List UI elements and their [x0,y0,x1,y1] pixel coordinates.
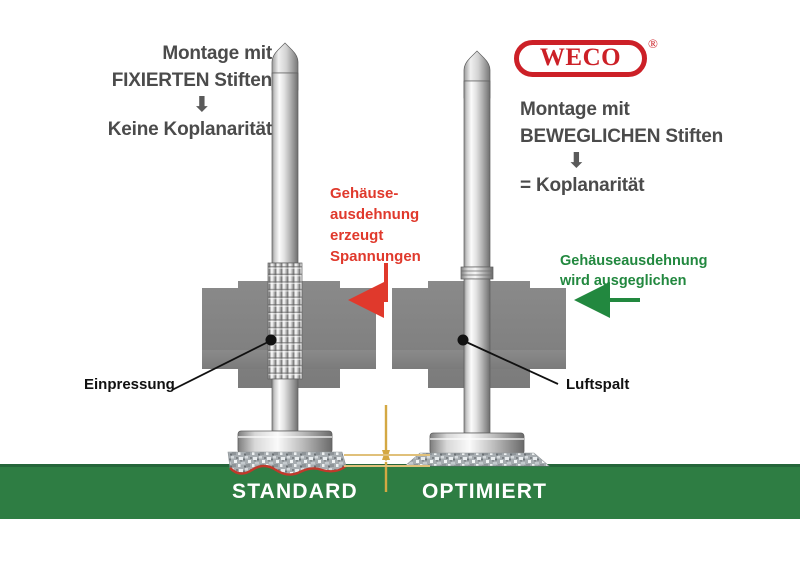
down-arrow-icon-right: ⬇ [568,150,585,172]
pin-movable [429,50,525,455]
heading-optimised-line3: = Koplanarität [520,175,645,196]
down-arrow-icon-left: ⬇ [193,94,210,116]
leader-einpressung [171,334,277,391]
logo-ring-shape [514,40,647,77]
stress-note-line1: Gehäuse- [330,185,399,202]
solder-joint-optimised [404,452,550,467]
heading-optimised: Montage mit BEWEGLICHEN Stiften ⬇ = Kopl… [520,96,786,199]
stress-note-line2: ausdehnung [330,206,420,223]
assembly-optimised [392,50,566,467]
heading-optimised-line1: Montage mit [520,99,630,120]
heading-standard-line2: FIXIERTEN Stiften [111,70,272,91]
callout-einpressung: Einpressung [84,376,175,393]
stress-note-line3: erzeugt [330,227,384,244]
assembly-standard [202,42,376,476]
stress-note-line4: Spannungen [330,248,421,265]
weco-logo: WECO ® [514,36,662,80]
pcb-base-bar [0,464,800,519]
leader-luftspalt [457,334,559,385]
heading-standard-line3: Keine Koplanarität [107,119,272,140]
heading-standard-line1: Montage mit [162,43,272,64]
compensation-note: Gehäuseausdehnung wird ausgeglichen [560,251,790,291]
housing-standard [202,281,376,388]
base-label-optimiert: OPTIMIERT [422,480,548,503]
base-label-standard: STANDARD [232,480,358,503]
pin-fixed [237,42,333,454]
registered-trademark-icon: ® [648,36,658,51]
stress-arrow [348,263,388,318]
stress-note: Gehäuse- ausdehnung erzeugt Spannungen [330,183,450,267]
compensation-note-line1: Gehäuseausdehnung [560,253,708,269]
heading-optimised-line2: BEWEGLICHEN Stiften [520,126,724,147]
callout-luftspalt: Luftspalt [566,376,630,393]
logo-wordmark: WECO [539,44,622,71]
coplanarity-gap-indicator [344,405,430,492]
solder-joint-standard [227,451,347,476]
heading-standard: Montage mit FIXIERTEN Stiften ⬇ Keine Ko… [40,40,272,143]
compensation-note-line2: wird ausgeglichen [560,273,687,289]
